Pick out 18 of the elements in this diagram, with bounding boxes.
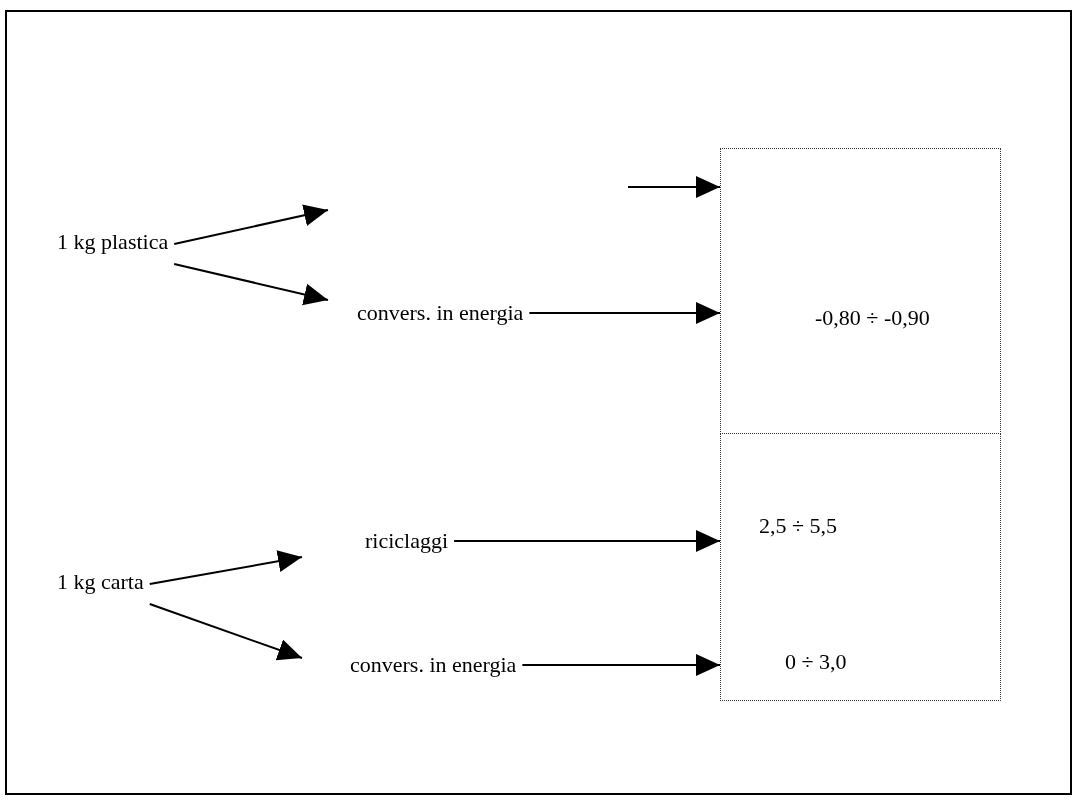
arrow — [453, 530, 721, 552]
arrow — [521, 654, 721, 676]
node-label: convers. in energia — [357, 301, 524, 326]
arrow — [173, 204, 329, 245]
arrow — [148, 603, 303, 661]
node-label: 1 kg plastica — [57, 230, 169, 255]
arrow — [627, 176, 721, 198]
arrow — [528, 302, 721, 324]
value-text: 2,5 ÷ 5,5 — [759, 514, 838, 539]
node-label: 1 kg carta — [57, 570, 144, 595]
arrow — [173, 263, 329, 306]
node-label: convers. in energia — [350, 653, 517, 678]
value-box — [720, 148, 1001, 434]
arrow — [148, 550, 303, 585]
value-text: 0 ÷ 3,0 — [785, 650, 847, 675]
node-label: riciclaggi — [365, 529, 449, 554]
value-text: -0,80 ÷ -0,90 — [815, 306, 930, 331]
value-box — [720, 433, 1001, 701]
